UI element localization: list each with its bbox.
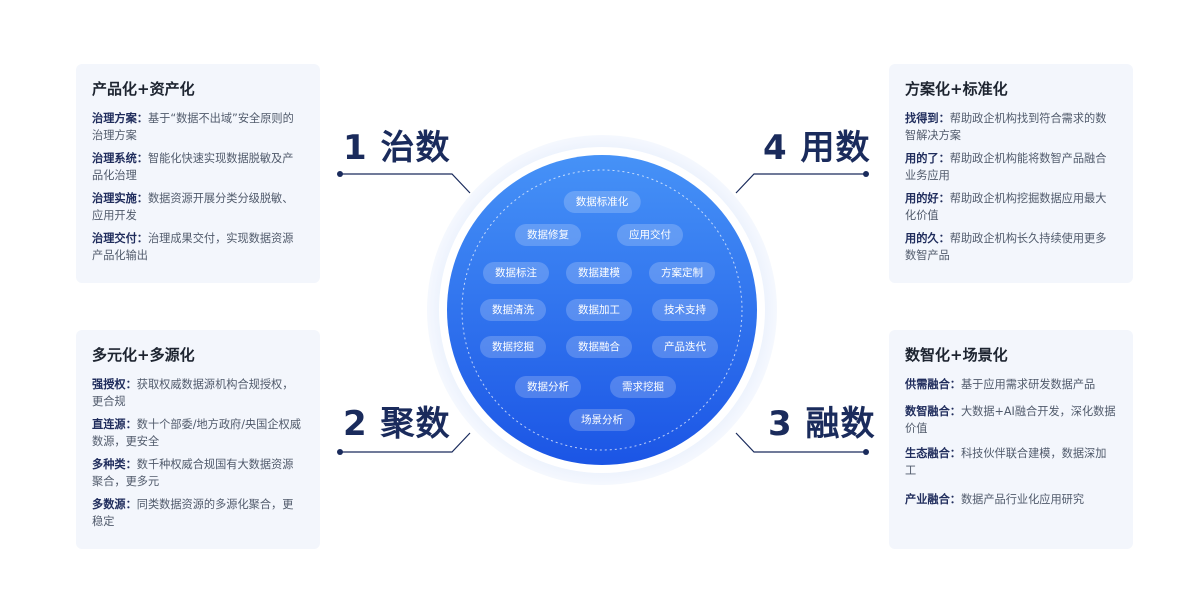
- card-item: 产业融合：数据产品行业化应用研究: [905, 491, 1117, 508]
- item-key: 用的了：: [905, 152, 950, 165]
- circle-tag: 数据建模: [566, 262, 632, 284]
- item-text: 治理成果交付，实现数据资源产品化输出: [92, 232, 294, 262]
- circle-tag: 需求挖掘: [610, 376, 676, 398]
- item-key: 治理实施：: [92, 192, 148, 205]
- card-title: 数智化+场景化: [905, 346, 1008, 364]
- pillar-label-govern: 1 治数: [343, 128, 451, 168]
- item-text: 获取权威数据源机构合规授权，更合规: [92, 378, 294, 408]
- circle-tag: 数据标准化: [563, 191, 641, 213]
- circle-tag: 数据加工: [566, 299, 632, 321]
- circle-tag: 应用交付: [617, 224, 683, 246]
- item-key: 用的久：: [905, 232, 950, 245]
- item-key: 强授权：: [92, 378, 137, 391]
- card-item: 用的了：帮助政企机构能将数智产品融合业务应用: [905, 150, 1117, 184]
- item-text: 数千种权威合规国有大数据资源聚合，更多元: [92, 458, 294, 488]
- pillar-label-aggregate: 2 聚数: [343, 404, 451, 444]
- circle-tag: 产品迭代: [652, 336, 718, 358]
- item-text: 数据资源开展分类分级脱敏、应用开发: [92, 192, 294, 222]
- card-productization: 产品化+资产化 治理方案：基于“数据不出域”安全原则的治理方案 治理系统：智能化…: [76, 64, 320, 283]
- item-text: 数据产品行业化应用研究: [960, 493, 1085, 506]
- card-diversification: 多元化+多源化 强授权：获取权威数据源机构合规授权，更合规 直连源：数十个部委/…: [76, 330, 320, 549]
- item-key: 生态融合：: [905, 447, 961, 460]
- card-item: 直连源：数十个部委/地方政府/央国企权威数源，更安全: [92, 416, 304, 450]
- dashed-orbit: [461, 169, 743, 451]
- card-item: 治理交付：治理成果交付，实现数据资源产品化输出: [92, 230, 304, 264]
- circle-tag: 数据分析: [515, 376, 581, 398]
- circle-tag: 数据修复: [515, 224, 581, 246]
- core-circle: [447, 155, 757, 465]
- item-text: 帮助政企机构能将数智产品融合业务应用: [905, 152, 1107, 182]
- card-item: 供需融合：基于应用需求研发数据产品: [905, 376, 1117, 393]
- card-title: 产品化+资产化: [92, 80, 195, 98]
- item-key: 用的好：: [905, 192, 950, 205]
- card-item: 找得到：帮助政企机构找到符合需求的数智解决方案: [905, 110, 1117, 144]
- card-item: 用的久：帮助政企机构长久持续使用更多数智产品: [905, 230, 1117, 264]
- connector-top-left: [337, 171, 471, 194]
- item-text: 数十个部委/地方政府/央国企权威数源，更安全: [92, 418, 301, 448]
- circle-tag: 数据融合: [566, 336, 632, 358]
- card-item: 治理实施：数据资源开展分类分级脱敏、应用开发: [92, 190, 304, 224]
- item-text: 科技伙伴联合建模，数据深加工: [905, 447, 1107, 477]
- item-key: 治理方案：: [92, 112, 148, 125]
- item-key: 多数源：: [92, 498, 137, 511]
- item-key: 产业融合：: [905, 493, 961, 506]
- circle-tag: 场景分析: [569, 409, 635, 431]
- card-title: 方案化+标准化: [905, 80, 1008, 98]
- item-text: 智能化快速实现数据脱敏及产品化治理: [92, 152, 294, 182]
- circle-tag: 数据挖掘: [480, 336, 546, 358]
- item-text: 帮助政企机构长久持续使用更多数智产品: [905, 232, 1107, 262]
- card-solution: 方案化+标准化 找得到：帮助政企机构找到符合需求的数智解决方案 用的了：帮助政企…: [889, 64, 1133, 283]
- item-key: 数智融合：: [905, 405, 961, 418]
- connector-bottom-right: [735, 432, 869, 455]
- pillar-label-use: 4 用数: [763, 128, 871, 168]
- item-text: 基于应用需求研发数据产品: [960, 378, 1096, 391]
- card-title: 多元化+多源化: [92, 346, 195, 364]
- card-item: 强授权：获取权威数据源机构合规授权，更合规: [92, 376, 304, 410]
- card-item: 用的好：帮助政企机构挖掘数据应用最大化价值: [905, 190, 1117, 224]
- item-key: 直连源：: [92, 418, 137, 431]
- card-intelligence: 数智化+场景化 供需融合：基于应用需求研发数据产品 数智融合：大数据+AI融合开…: [889, 330, 1133, 549]
- circle-tag: 数据标注: [483, 262, 549, 284]
- card-item: 治理方案：基于“数据不出域”安全原则的治理方案: [92, 110, 304, 144]
- card-item: 多数源：同类数据资源的多源化聚合，更稳定: [92, 496, 304, 530]
- item-text: 基于“数据不出域”安全原则的治理方案: [92, 112, 294, 142]
- item-text: 帮助政企机构找到符合需求的数智解决方案: [905, 112, 1107, 142]
- card-item: 多种类：数千种权威合规国有大数据资源聚合，更多元: [92, 456, 304, 490]
- item-text: 大数据+AI融合开发，深化数据价值: [905, 405, 1116, 435]
- pillar-label-fuse: 3 融数: [768, 404, 876, 444]
- circle-tag: 数据清洗: [480, 299, 546, 321]
- card-item: 数智融合：大数据+AI融合开发，深化数据价值: [905, 403, 1117, 437]
- item-key: 找得到：: [905, 112, 950, 125]
- connector-bottom-left: [337, 432, 471, 455]
- card-item: 治理系统：智能化快速实现数据脱敏及产品化治理: [92, 150, 304, 184]
- item-key: 供需融合：: [905, 378, 961, 391]
- item-text: 同类数据资源的多源化聚合，更稳定: [92, 498, 294, 528]
- circle-tag: 技术支持: [652, 299, 718, 321]
- item-key: 治理系统：: [92, 152, 148, 165]
- connector-top-right: [735, 171, 869, 194]
- item-key: 多种类：: [92, 458, 137, 471]
- card-item: 生态融合：科技伙伴联合建模，数据深加工: [905, 445, 1117, 479]
- circle-tag: 方案定制: [649, 262, 715, 284]
- item-key: 治理交付：: [92, 232, 148, 245]
- item-text: 帮助政企机构挖掘数据应用最大化价值: [905, 192, 1107, 222]
